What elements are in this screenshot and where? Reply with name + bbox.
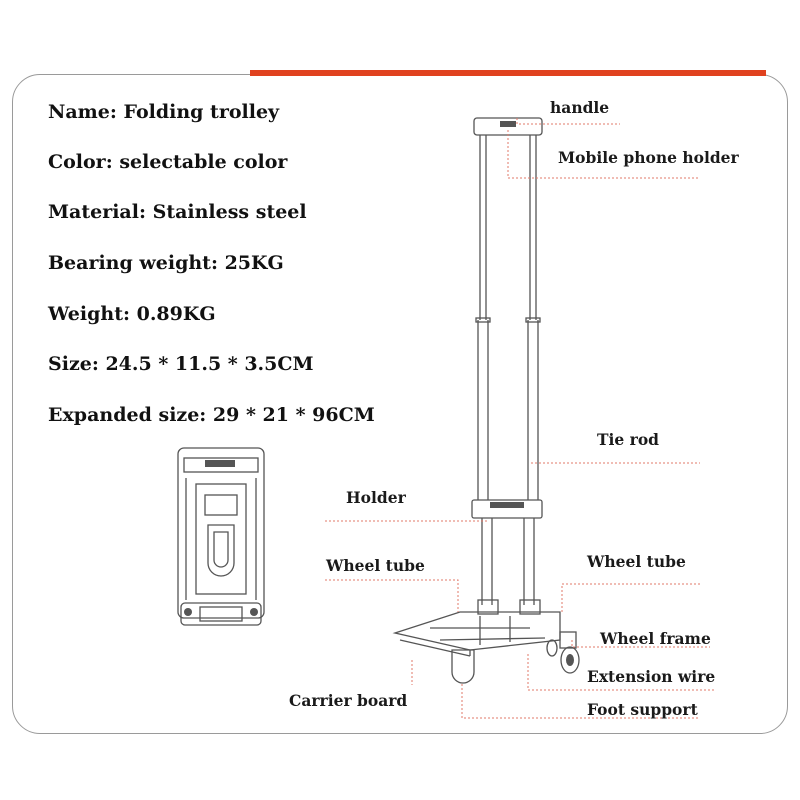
- label-mobile-phone-holder: Mobile phone holder: [558, 148, 739, 167]
- label-tie-rod: Tie rod: [597, 430, 660, 449]
- label-handle: handle: [550, 98, 610, 117]
- spec-weight: Weight: 0.89KG: [48, 303, 216, 325]
- accent-bar: [250, 70, 766, 76]
- label-extension-wire: Extension wire: [587, 667, 716, 686]
- spec-material: Material: Stainless steel: [48, 201, 307, 223]
- label-wheel-tube-left: Wheel tube: [326, 556, 425, 575]
- extended-trolley-drawing: [392, 117, 580, 684]
- leader-lines: [325, 118, 715, 719]
- label-carrier-board: Carrier board: [289, 691, 408, 710]
- spec-expanded-size: Expanded size: 29 * 21 * 96CM: [48, 404, 375, 426]
- label-wheel-frame: Wheel frame: [600, 629, 711, 648]
- label-wheel-tube-right: Wheel tube: [587, 552, 686, 571]
- label-holder: Holder: [346, 488, 406, 507]
- spec-color: Color: selectable color: [48, 151, 288, 173]
- spec-name: Name: Folding trolley: [48, 101, 280, 123]
- folded-trolley-drawing: [177, 447, 265, 626]
- spec-size: Size: 24.5 * 11.5 * 3.5CM: [48, 353, 314, 375]
- spec-bearing-weight: Bearing weight: 25KG: [48, 252, 284, 274]
- label-foot-support: Foot support: [587, 700, 698, 719]
